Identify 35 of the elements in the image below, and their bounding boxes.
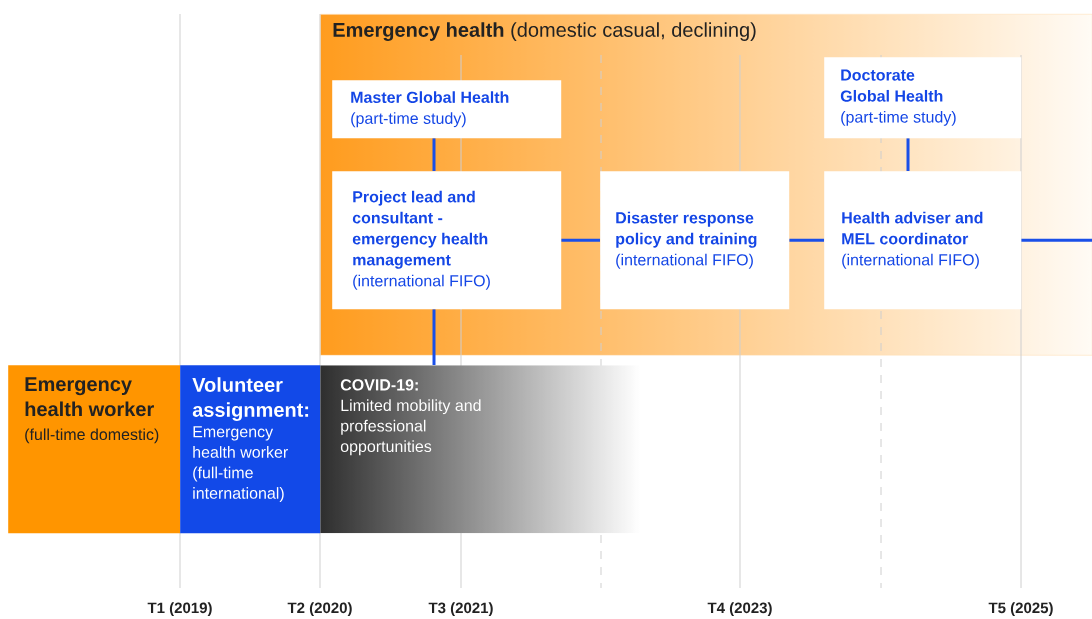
connector-line — [432, 309, 436, 365]
block-text: Emergency health worker (full-time international) — [193, 426, 288, 502]
time-label: T1 (2019) — [147, 602, 212, 617]
box-subtitle: (international FIFO) — [842, 253, 979, 269]
connector-line — [432, 138, 436, 171]
box-subtitle: (part-time study) — [351, 112, 466, 128]
role-box — [332, 171, 562, 310]
study-box — [824, 57, 1022, 139]
block-subtitle: (full-time domestic) — [25, 428, 159, 444]
connector-line — [789, 238, 824, 242]
role-box — [600, 171, 790, 310]
box-title: Project lead and consultant - emergency health management — [352, 190, 488, 269]
connector-line — [906, 138, 910, 171]
block-text: Limited mobility and professional opportunities — [340, 399, 481, 456]
box-subtitle: (part-time study) — [841, 110, 956, 126]
time-label: T4 (2023) — [707, 602, 772, 617]
box-subtitle: (international FIFO) — [616, 253, 753, 269]
connector-line — [561, 238, 600, 242]
role-box — [824, 171, 1022, 310]
time-label: T2 (2020) — [287, 602, 352, 617]
role-block — [8, 365, 181, 534]
block-heading: COVID-19: — [340, 379, 418, 391]
box-title: Doctorate Global Health — [840, 69, 943, 102]
block-heading: Volunteer assignment: — [192, 377, 309, 421]
box-title: Disaster response policy and training — [616, 211, 757, 248]
box-subtitle: (international FIFO) — [353, 274, 490, 290]
block-heading: Emergency health worker — [25, 377, 154, 417]
box-title: Master Global Health — [351, 91, 509, 103]
time-label: T5 (2025) — [988, 602, 1053, 617]
connector-line — [1021, 238, 1092, 242]
box-title: Health adviser and MEL coordinator — [842, 211, 983, 245]
study-box — [332, 80, 562, 139]
time-label: T3 (2021) — [428, 602, 493, 617]
band-title: Emergency health (domestic casual, declining) — [333, 22, 756, 41]
assignment-block — [180, 365, 321, 534]
